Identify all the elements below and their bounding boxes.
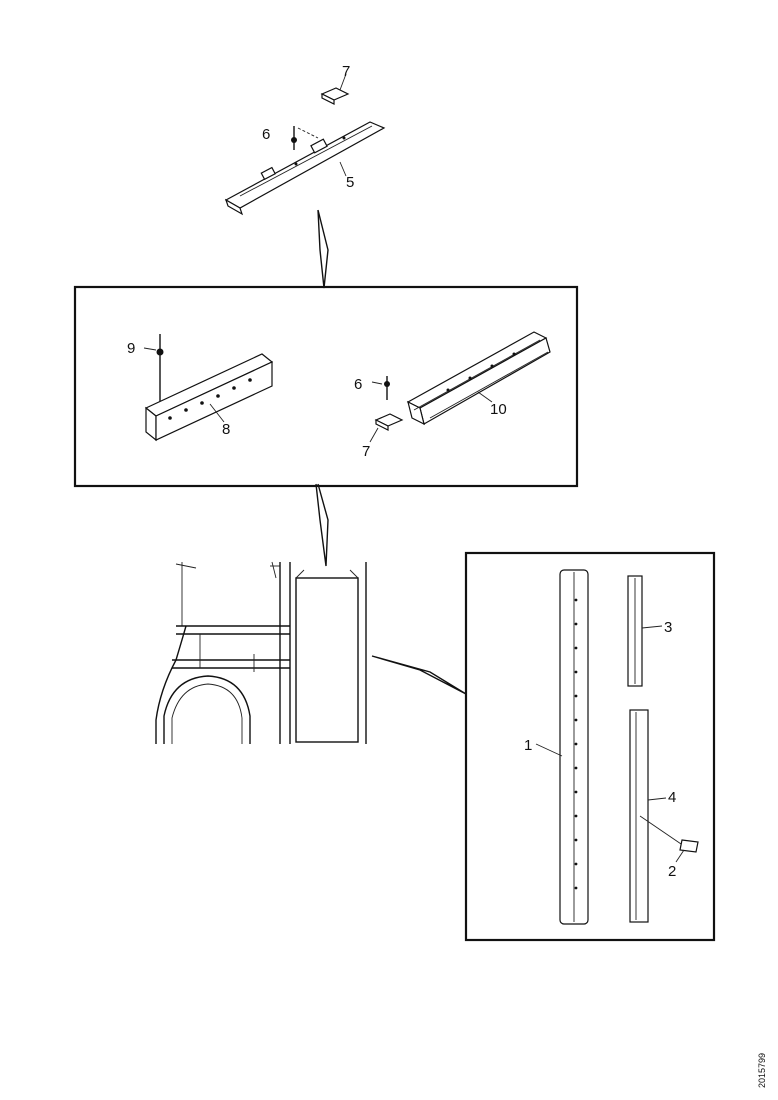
detail-box-right	[464, 551, 716, 942]
part-6-top-screw	[291, 126, 319, 150]
callout-6-top: 6	[262, 126, 270, 143]
part-7-mid-bracket	[369, 413, 404, 443]
callout-6-mid: 6	[354, 376, 362, 393]
middle-connector-line	[315, 483, 329, 567]
callout-10: 10	[490, 401, 507, 418]
top-connector-line	[317, 209, 329, 289]
callout-2: 2	[668, 863, 676, 880]
part-7-top-bracket	[320, 73, 350, 105]
part-8-bracket-rail	[144, 353, 274, 442]
callout-7-top: 7	[342, 63, 350, 80]
callout-8: 8	[222, 421, 230, 438]
part-5-top-rail	[224, 121, 386, 216]
part-6-mid-screw	[371, 376, 390, 400]
part-3-short-strip	[627, 575, 663, 687]
part-10-channel-rail	[406, 331, 551, 426]
right-connector-line	[371, 655, 467, 695]
vehicle-body-outline	[155, 561, 367, 744]
callout-1: 1	[524, 737, 532, 754]
part-9-screw	[143, 334, 164, 408]
callout-7-mid: 7	[362, 443, 370, 460]
callout-4: 4	[668, 789, 676, 806]
callout-5-top: 5	[346, 174, 354, 191]
part-4-trim-strip	[629, 709, 667, 923]
document-number: 2015799	[757, 1052, 767, 1088]
callout-9: 9	[127, 340, 135, 357]
detail-box-middle	[73, 285, 579, 488]
callout-3: 3	[664, 619, 672, 636]
part-2-fastener	[639, 815, 699, 863]
part-1-long-panel	[535, 569, 589, 925]
